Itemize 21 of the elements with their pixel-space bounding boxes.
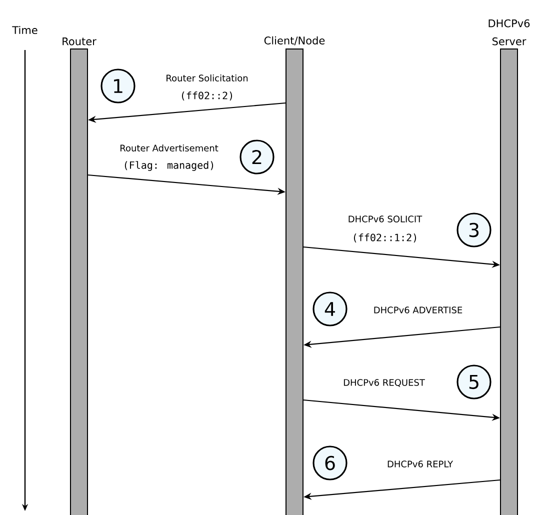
step-number: 4 [312, 292, 348, 326]
address-label: (Flag: managed) [124, 161, 214, 171]
lifeline: Router [62, 38, 96, 515]
step-number: 1 [100, 68, 136, 104]
edge-label: DHCPv6 SOLICIT [348, 216, 422, 222]
edge-label: DHCPv6 ADVERTISE [374, 306, 462, 314]
step-number: 3 [456, 212, 492, 248]
step-number: 5 [456, 364, 492, 400]
address-label: (ff02::1:2) [354, 234, 416, 242]
node-label: DHCPv6 Server [488, 19, 530, 46]
edge-label: Router Advertisement [120, 144, 218, 152]
step-number: 6 [312, 446, 348, 480]
node-label: Router [62, 38, 96, 46]
node-label: Client/Node [264, 36, 325, 46]
edge-label: DHCPv6 REPLY [388, 460, 454, 468]
edge-label: Router Solicitation [166, 74, 248, 82]
address-label: (ff02::2) [182, 92, 232, 100]
lifeline: DHCPv6 Server [488, 19, 530, 515]
step-number: 2 [240, 140, 274, 174]
edge-label: DHCPv6 REQUEST [344, 379, 425, 387]
axis-label: Time [12, 26, 38, 34]
